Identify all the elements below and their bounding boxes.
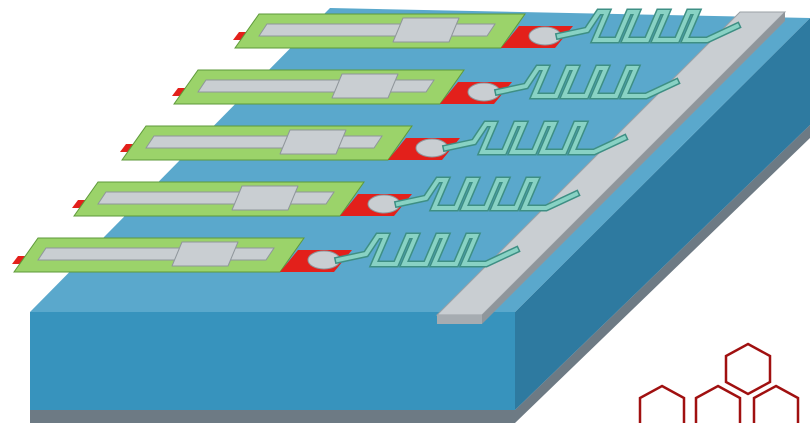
finger-gray-rail bbox=[97, 191, 335, 205]
hexagon-cluster-logo bbox=[638, 342, 800, 423]
finger-row-1 bbox=[233, 8, 742, 49]
finger-row-4 bbox=[72, 176, 581, 217]
serpentine-fill bbox=[395, 178, 579, 210]
substrate-front-face bbox=[30, 312, 515, 410]
logo-hexagon-right bbox=[752, 384, 800, 423]
serpentine-fill bbox=[495, 66, 679, 98]
bus-bar bbox=[435, 11, 787, 324]
finger-row-3 bbox=[120, 120, 629, 161]
logo-hexagon-top bbox=[724, 342, 772, 396]
finger-row-2 bbox=[172, 64, 681, 105]
finger-gray-rail bbox=[258, 23, 496, 37]
finger-gray-pad bbox=[171, 241, 239, 267]
serpentine-fill bbox=[443, 122, 627, 154]
finger-gray-rail bbox=[145, 135, 383, 149]
finger-gray-pad bbox=[279, 129, 347, 155]
substrate-side-face bbox=[515, 18, 810, 410]
finger-group bbox=[12, 8, 742, 273]
logo-hexagon-middle bbox=[694, 384, 742, 423]
finger-gray-rail bbox=[197, 79, 435, 93]
serpentine-fill bbox=[556, 10, 740, 42]
bus-bar-side bbox=[482, 12, 785, 324]
finger-gray-pad bbox=[231, 185, 299, 211]
bus-bar-front bbox=[437, 315, 482, 324]
serpentine-fill bbox=[335, 234, 519, 266]
finger-gray-pad bbox=[392, 17, 460, 43]
finger-row-5 bbox=[12, 232, 521, 273]
logo-hexagon-left bbox=[638, 384, 686, 423]
finger-gray-pad bbox=[331, 73, 399, 99]
finger-gray-rail bbox=[37, 247, 275, 261]
